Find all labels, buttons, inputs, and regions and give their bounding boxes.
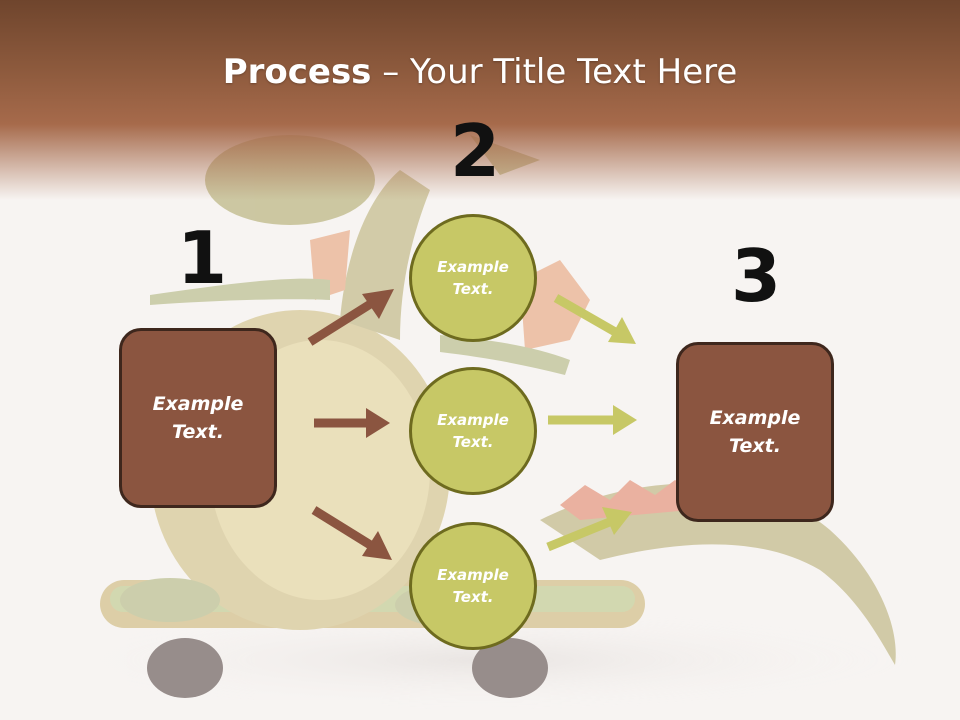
step-1-line-2: Text. xyxy=(172,421,224,443)
step-3-line-1: Example xyxy=(709,406,801,429)
circle-top-line-1: Example xyxy=(437,257,509,276)
step-2-circle-bottom[interactable]: Example Text. xyxy=(409,522,537,650)
circle-top-line-2: Text. xyxy=(452,280,494,298)
arrow-brown-up xyxy=(307,289,394,346)
step-1-line-1: Example xyxy=(152,392,244,415)
step-1-box-text: Example Text. xyxy=(153,390,244,447)
slide-title: Process – Your Title Text Here xyxy=(0,52,960,92)
step-number-2: 2 xyxy=(450,109,501,193)
step-3-box-text: Example Text. xyxy=(710,404,801,461)
circle-bottom-text: Example Text. xyxy=(437,564,509,609)
step-3-line-2: Text. xyxy=(729,435,781,457)
circle-middle-text: Example Text. xyxy=(437,409,509,454)
title-bold: Process xyxy=(222,52,372,92)
circle-bottom-line-2: Text. xyxy=(452,588,494,606)
step-1-box[interactable]: Example Text. xyxy=(119,328,277,508)
step-2-circle-middle[interactable]: Example Text. xyxy=(409,367,537,495)
arrow-brown-right xyxy=(314,408,390,438)
arrow-brown-down xyxy=(311,506,392,560)
arrow-olive-up xyxy=(546,507,632,552)
arrow-olive-down xyxy=(553,294,636,344)
header-band xyxy=(0,0,960,200)
circle-middle-line-1: Example xyxy=(437,410,509,429)
circle-bottom-line-1: Example xyxy=(437,565,509,584)
step-2-circle-top[interactable]: Example Text. xyxy=(409,214,537,342)
arrow-olive-right xyxy=(548,405,637,435)
step-number-1: 1 xyxy=(177,216,228,300)
circle-top-text: Example Text. xyxy=(437,256,509,301)
circle-middle-line-2: Text. xyxy=(452,433,494,451)
step-number-3: 3 xyxy=(731,234,782,318)
title-rest: – Your Title Text Here xyxy=(371,52,738,92)
step-3-box[interactable]: Example Text. xyxy=(676,342,834,522)
